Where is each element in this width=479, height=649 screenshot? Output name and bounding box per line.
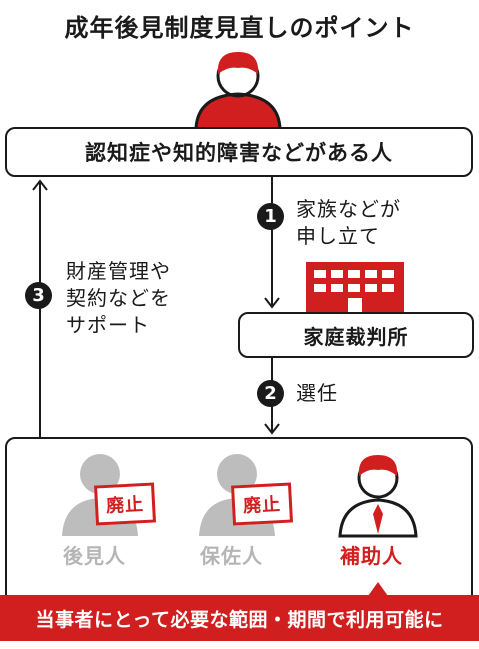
- step1-line1: 家族などが: [296, 197, 401, 221]
- step1-text: 家族などが 申し立て: [296, 196, 401, 250]
- page-title: 成年後見制度見直しのポイント: [64, 14, 415, 42]
- arrow-step1: [264, 177, 280, 309]
- role-label-assistant: 補助人: [340, 544, 403, 568]
- summary-banner: 当事者にとって必要な範囲・期間で利用可能に: [0, 595, 479, 641]
- step3-text: 財産管理や 契約などを サポート: [66, 258, 171, 339]
- step2-text: 選任: [296, 380, 338, 407]
- arrow-step3: [32, 179, 48, 437]
- person-box: 認知症や知的障害などがある人: [5, 127, 473, 177]
- step2-line1: 選任: [296, 381, 338, 405]
- court-building-icon: [306, 262, 404, 312]
- step2-number-badge: 2: [257, 380, 284, 407]
- court-box: 家庭裁判所: [238, 312, 474, 358]
- role-label-guardian: 後見人: [63, 544, 126, 568]
- step3-line2: 契約などを: [66, 286, 171, 310]
- person-label: 認知症や知的障害などがある人: [85, 141, 393, 165]
- role-label-curator: 保佐人: [200, 544, 263, 568]
- assistant-person-icon: [338, 455, 418, 538]
- step1-number-badge: 1: [257, 203, 284, 230]
- step3-line1: 財産管理や: [66, 259, 171, 283]
- step3-line3: サポート: [66, 313, 150, 337]
- person-icon: [194, 52, 282, 129]
- court-label: 家庭裁判所: [303, 324, 409, 349]
- step1-line2: 申し立て: [296, 224, 380, 248]
- step3-number-badge: 3: [25, 282, 52, 309]
